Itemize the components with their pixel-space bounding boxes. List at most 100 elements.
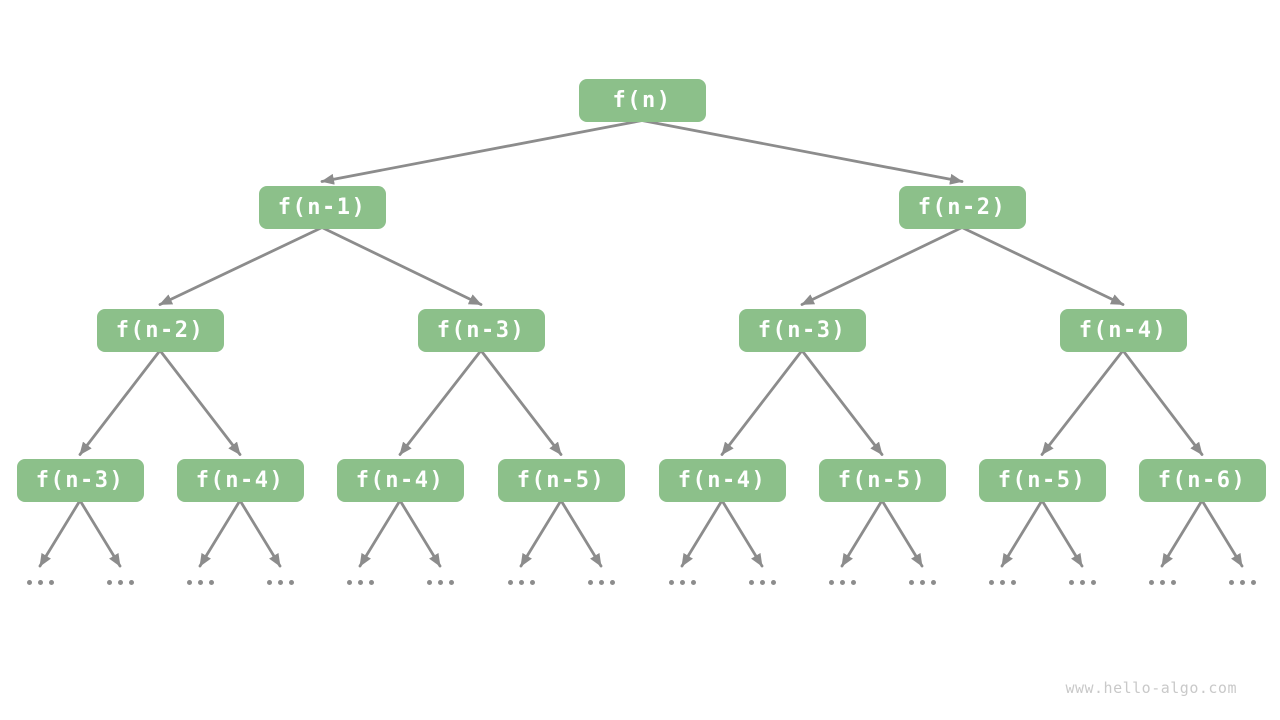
dot-icon [437,580,443,585]
dot-icon [197,580,203,585]
edge-arrow [238,499,282,568]
tree-node-n4: f(n-3) [417,308,545,352]
dot-icon [919,580,925,585]
ellipsis-leaf-l9 [662,580,702,585]
ellipsis-leaf-l6 [420,580,460,585]
dot-icon [128,580,134,585]
tree-node-n10: f(n-5) [497,458,625,502]
dot-icon [1068,580,1074,585]
dot-icon [748,580,754,585]
dot-icon [690,580,696,585]
dot-icon [48,580,54,585]
ellipsis-leaf-l2 [100,580,140,585]
dot-icon [839,580,845,585]
edge-arrow [398,349,483,456]
tree-node-n3: f(n-2) [96,308,224,352]
dot-icon [908,580,914,585]
edge-arrow [198,499,242,568]
dot-icon [208,580,214,585]
ellipsis-leaf-l12 [902,580,942,585]
edge-arrow [680,499,724,568]
dot-icon [759,580,765,585]
edge-arrow [1000,499,1044,568]
tree-node-n13: f(n-5) [978,458,1106,502]
dot-icon [988,580,994,585]
edge-arrow [1160,499,1204,568]
dot-icon [357,580,363,585]
dot-icon [368,580,374,585]
tree-node-n14: f(n-6) [1138,458,1266,502]
dot-icon [1170,580,1176,585]
ellipsis-leaf-l14 [1062,580,1102,585]
edge-arrow [800,226,964,306]
dot-icon [1148,580,1154,585]
dot-icon [37,580,43,585]
edge-arrow [158,226,324,306]
dot-icon [587,580,593,585]
ellipsis-leaf-l3 [180,580,220,585]
dot-icon [518,580,524,585]
dot-icon [770,580,776,585]
ellipsis-leaf-l11 [822,580,862,585]
tree-node-n12: f(n-5) [818,458,946,502]
edge-arrow [1200,499,1244,568]
dot-icon [679,580,685,585]
edge-arrow [960,226,1125,306]
edge-arrow [840,499,884,568]
edge-arrow [38,499,82,568]
tree-node-n5: f(n-3) [738,308,866,352]
edge-arrow [320,119,644,185]
dot-icon [1228,580,1234,585]
ellipsis-leaf-l5 [340,580,380,585]
ellipsis-leaf-l15 [1142,580,1182,585]
tree-node-n8: f(n-4) [176,458,304,502]
dot-icon [117,580,123,585]
ellipsis-leaf-l8 [581,580,621,585]
edge-arrow [158,349,242,456]
dot-icon [507,580,513,585]
dot-icon [930,580,936,585]
dot-icon [266,580,272,585]
dot-icon [106,580,112,585]
dot-icon [999,580,1005,585]
edge-arrow [398,499,442,568]
edge-arrow [1121,349,1204,456]
dot-icon [426,580,432,585]
dot-icon [529,580,535,585]
edge-arrow [358,499,402,568]
edge-arrow [320,226,483,306]
dot-icon [609,580,615,585]
tree-node-n6: f(n-4) [1059,308,1187,352]
ellipsis-leaf-l7 [501,580,541,585]
edge-arrow [880,499,924,568]
tree-node-n9: f(n-4) [336,458,464,502]
dot-icon [1090,580,1096,585]
watermark: www.hello-algo.com [1065,679,1237,697]
tree-node-n2: f(n-2) [898,185,1026,229]
edge-arrow [519,499,563,568]
dot-icon [668,580,674,585]
dot-icon [1159,580,1165,585]
edge-arrow [78,499,122,568]
edge-arrow [559,499,603,568]
dot-icon [277,580,283,585]
edge-arrow [479,349,563,456]
edge-arrow [640,119,964,185]
edge-arrow [1040,349,1125,456]
edge-arrow [1040,499,1084,568]
dot-icon [1079,580,1085,585]
dot-icon [1010,580,1016,585]
tree-node-n0: f(n) [578,78,706,122]
edge-arrow [720,499,764,568]
edge-arrow [78,349,162,456]
edge-arrow [720,349,804,456]
ellipsis-leaf-l4 [260,580,300,585]
tree-node-n7: f(n-3) [16,458,144,502]
dot-icon [448,580,454,585]
dot-icon [850,580,856,585]
ellipsis-leaf-l1 [20,580,60,585]
tree-node-n11: f(n-4) [658,458,786,502]
dot-icon [1250,580,1256,585]
dot-icon [186,580,192,585]
